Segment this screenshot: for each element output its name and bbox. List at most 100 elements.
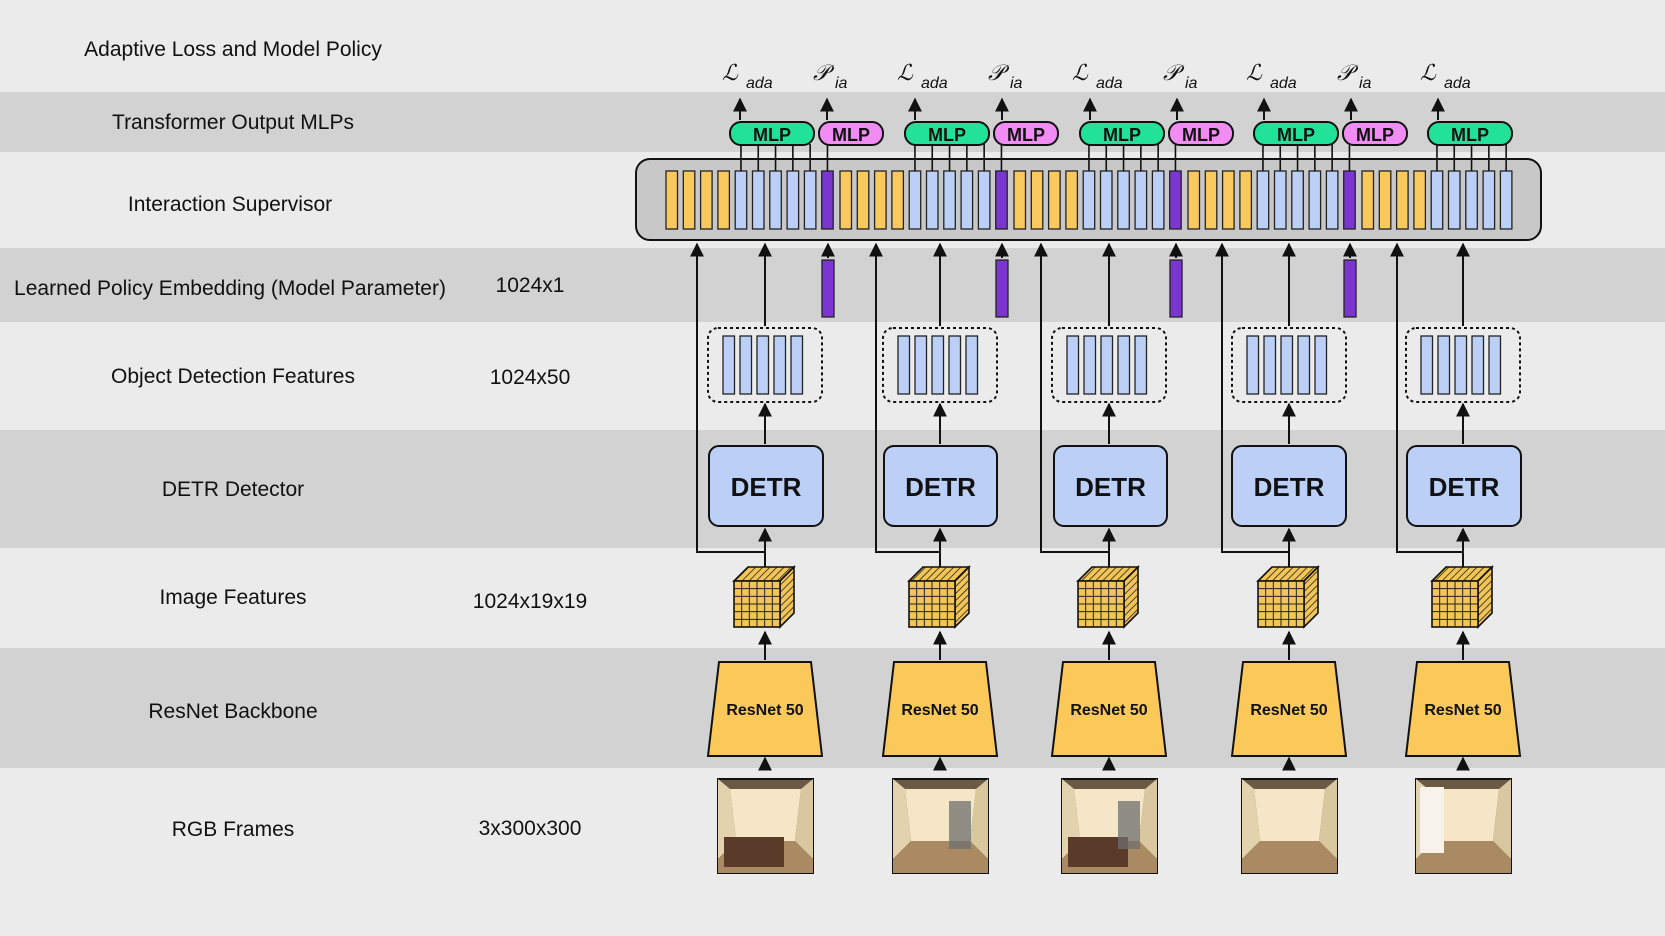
supervisor-token-image [1413,170,1427,230]
supervisor-token-image [665,170,679,230]
supervisor-token-object [1430,170,1444,230]
object-feature-token [1263,335,1277,395]
resnet-label: ResNet 50 [1070,702,1147,719]
supervisor-token-object [1134,170,1148,230]
supervisor-token-object [1082,170,1096,230]
detr-label: DETR [1429,472,1500,502]
object-feature-token [1420,335,1434,395]
supervisor-token-image [1361,170,1375,230]
object-feature-token [739,335,753,395]
supervisor-token-object [960,170,974,230]
room-floor [1242,841,1337,873]
detr-label: DETR [1254,472,1325,502]
adaptive-loss-symbol: ℒ [1072,60,1089,85]
supervisor-token-object [1117,170,1130,230]
row-label-mlps: Transformer Output MLPs [112,111,354,134]
object-feature-token [914,335,928,395]
room-left-wall [893,779,911,859]
supervisor-token-object [1256,170,1270,230]
object-feature-token [773,335,787,395]
room-right-wall [795,779,813,859]
arrow-image-features-to-supervisor [690,242,765,553]
supervisor-token-image [1187,170,1201,230]
room-left-wall [1242,779,1260,859]
room-counter [724,837,784,867]
supervisor-token-object [1482,170,1496,230]
supervisor-token-object [1308,170,1322,230]
supervisor-token-image [1030,170,1044,230]
model-policy-subscript: ia [1185,75,1198,92]
policy-mlp [818,121,884,146]
resnet-label: ResNet 50 [1250,702,1327,719]
supervisor-token-object [769,170,782,230]
adaptive-loss-subscript: ada [746,75,773,92]
object-feature-token [790,335,804,395]
resnet-backbone-block [881,661,999,757]
room-appliance [1118,801,1140,849]
supervisor-token-image [1221,170,1235,230]
supervisor-token-image [873,170,887,230]
object-feature-token [1134,335,1148,395]
model-policy-subscript: ia [835,75,848,92]
row-dim-policy_embedding: 1024x1 [495,274,565,297]
supervisor-token-image [1378,170,1392,230]
detr-label: DETR [905,472,976,502]
resnet-backbone-block [1230,661,1348,757]
supervisor-token-image [717,170,731,230]
supervisor-token-image [682,170,696,230]
policy-mlp-label: MLP [1182,125,1220,145]
supervisor-token-policy [995,170,1008,230]
room-back-wall [1428,789,1499,841]
supervisor-token-image [1395,170,1409,230]
row-label-detr: DETR Detector [161,478,305,501]
policy-embedding-token [1343,259,1357,318]
room-right-wall [1139,779,1157,859]
object-feature-token [1246,335,1260,395]
supervisor-token-object [803,170,817,230]
row-label-loss_policy: Adaptive Loss and Model Policy [84,38,382,61]
adaptive-loss-symbol: ℒ [1420,60,1437,85]
policy-mlp [1168,121,1234,146]
adaptive-loss-symbol: ℒ [722,60,739,85]
arrow-image-features-to-supervisor [869,242,940,553]
supervisor-token-image [839,170,853,230]
row-band-object_features [0,322,1665,430]
object-feature-token [931,335,945,395]
supervisor-token-object [1099,170,1113,230]
supervisor-token-policy [1343,170,1356,230]
supervisor-token-object [943,170,956,230]
object-feature-token [756,335,770,395]
supervisor-token-object [977,170,991,230]
room-right-wall [1319,779,1337,859]
model-policy-subscript: ia [1359,75,1372,92]
supervisor-token-object [734,170,748,230]
policy-mlp-label: MLP [1356,125,1394,145]
row-band-frames [0,768,1665,936]
object-feature-token [1117,335,1131,395]
policy-mlp-label: MLP [832,125,870,145]
object-feature-token [1297,335,1311,395]
row-dim-frames: 3x300x300 [478,817,582,840]
supervisor-token-object [751,170,765,230]
object-mlp-label: MLP [753,125,791,145]
supervisor-token-object [1465,170,1478,230]
supervisor-token-object [1325,170,1339,230]
policy-embedding-token [995,259,1009,318]
object-feature-token [1437,335,1451,395]
object-feature-token [1488,335,1502,395]
row-label-backbone: ResNet Backbone [148,700,318,723]
room-right-wall [970,779,988,859]
adaptive-loss-subscript: ada [1444,75,1471,92]
arrow-image-features-to-supervisor [1390,242,1463,553]
object-feature-token [722,335,736,395]
room-appliance [949,801,971,849]
object-feature-token [1066,335,1080,395]
row-dim-image_features: 1024x19x19 [472,590,588,613]
model-policy-subscript: ia [1010,75,1023,92]
supervisor-token-image [1047,170,1061,230]
